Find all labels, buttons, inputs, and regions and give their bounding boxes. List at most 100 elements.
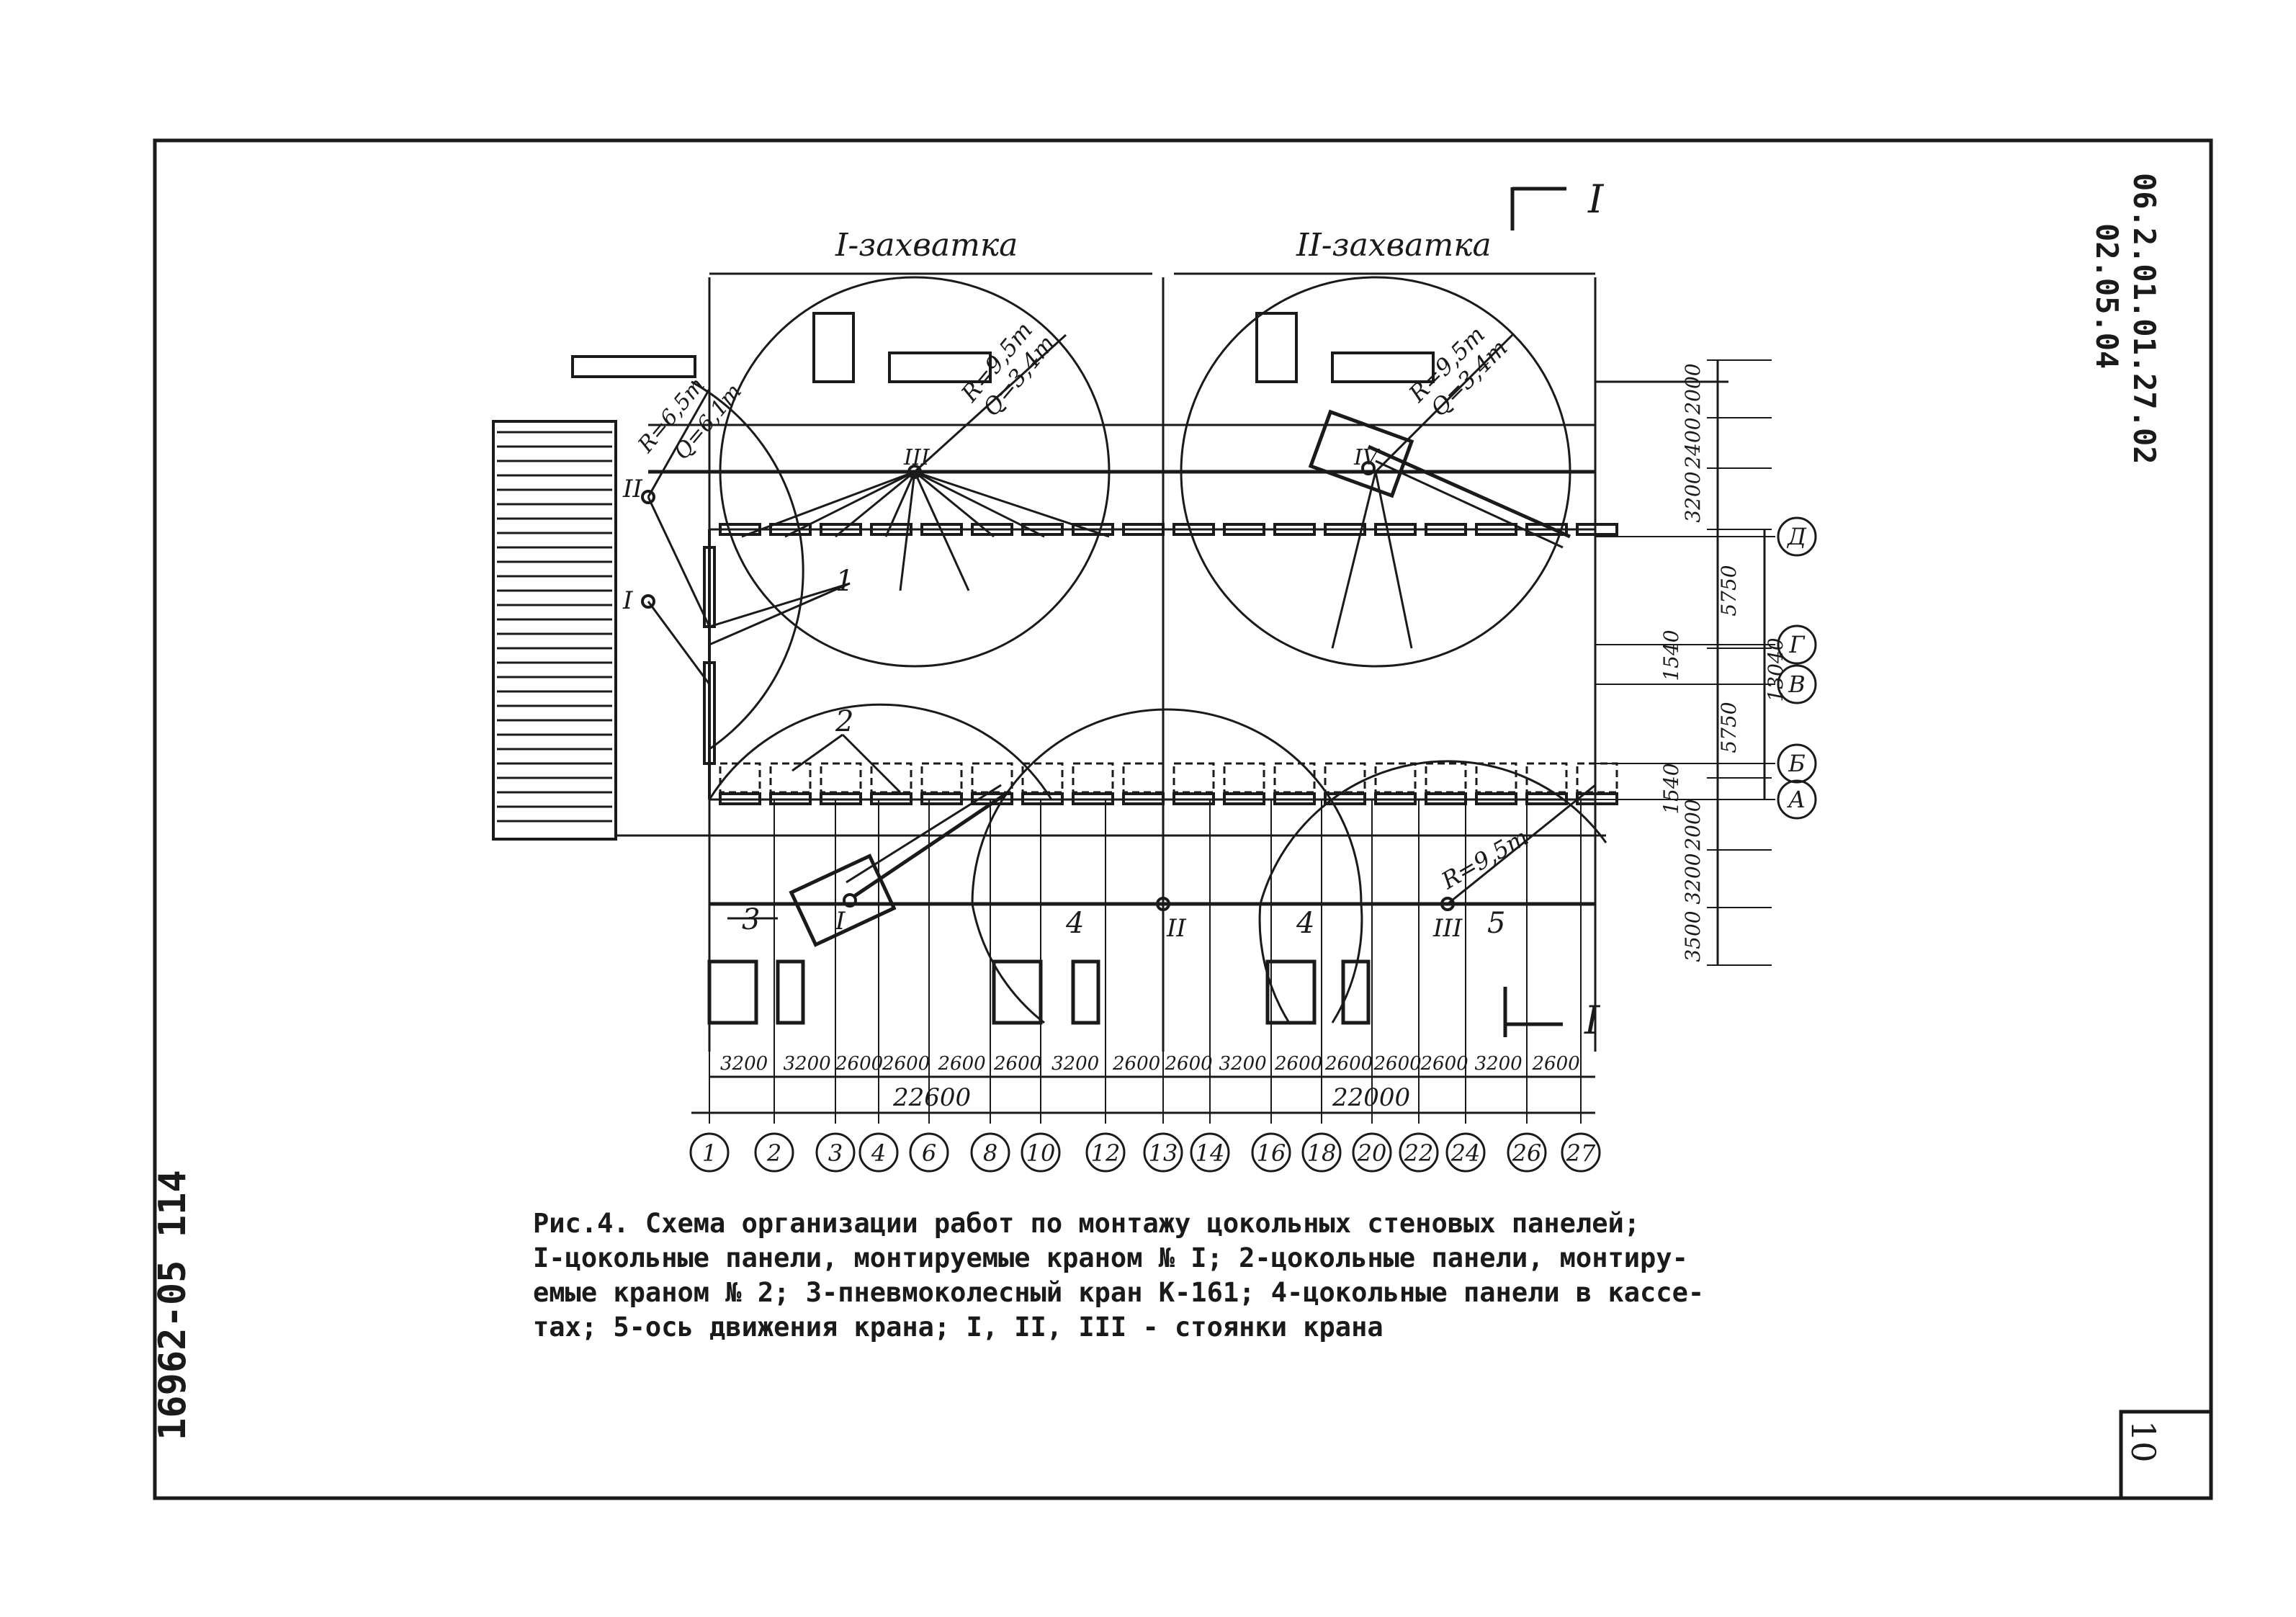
section-mark-top-label: I [1587,176,1605,222]
panel-bottom [1172,792,1215,805]
existing-building-hatch [492,420,617,841]
panel-bottom-dashed [1072,762,1114,794]
document-code: 06.2.01.01.27.02 02.05.04 [2089,173,2182,504]
right-dim-7: 1540 [1659,763,1683,814]
crane-bottom-stand-1: I [835,907,846,936]
right-dim-2: 3200 [1681,471,1705,522]
panel-bottom [1525,792,1568,805]
axis-label-12: 12 [1091,1139,1121,1167]
panel-bottom-dashed [769,762,812,794]
dim-14: 3200 [1475,1053,1523,1075]
axis-label-8: 8 [983,1139,997,1167]
panel-top [1122,523,1165,536]
panel-bottom-dashed [1475,762,1517,794]
doc-code: 06.2.01.01.27.02 [2127,173,2162,465]
axis-bubble-26 [1507,1132,1547,1173]
building-outline [708,432,1597,801]
panel-bottom [1425,792,1467,805]
axis-label-13: 13 [1149,1139,1178,1167]
panel-bottom [769,792,812,805]
right-dim-6: 13040 [1764,637,1788,702]
figure-caption: Рис.4. Схема организации работ по монтаж… [533,1206,1937,1345]
panel-bottom-dashed [920,762,963,794]
axis-label-4: 4 [871,1139,886,1167]
section-mark-bottom: I [1503,987,1601,1043]
axis-label-Г: Г [1788,631,1806,658]
panel-bottom-dashed [1374,762,1417,794]
dim-1: 3200 [784,1053,831,1075]
axis-label-В: В [1788,671,1806,698]
dim-7: 2600 [1112,1053,1160,1075]
panel-bottom [920,792,963,805]
caption-line-3: емые краном № 2; 3-пневмоколесный кран К… [533,1277,1705,1308]
right-dim-1: 2400 [1681,417,1705,469]
right-dim-10: 3500 [1681,910,1705,962]
axis-label-10: 10 [1026,1139,1056,1167]
axis-bubble-18 [1301,1132,1342,1173]
caption-line-2: I-цокольные панели, монтируемые краном №… [533,1242,1688,1273]
axis-label-18: 18 [1307,1139,1337,1167]
right-dim-5: 5750 [1717,702,1741,753]
crane-bottom-radius: R=9,5m [1436,823,1533,895]
panel-top [1576,523,1618,536]
panel-bottom-dashed [971,762,1013,794]
caption-line-4: тах; 5-ось движения крана; I, II, III - … [533,1312,1384,1343]
axis-bubble-13 [1143,1132,1183,1173]
panel-bottom [1223,792,1265,805]
panel-bottom [820,792,862,805]
panel-top [1475,523,1517,536]
right-dim-0: 2000 [1681,363,1705,415]
crane-bottom-stand-3: III [1432,914,1463,943]
callout-1: 1 [835,565,853,598]
axis-bubble-10 [1021,1132,1061,1173]
axis-bubble-1 [689,1132,730,1173]
axis-bubble-24 [1445,1132,1486,1173]
sheet-frame [153,138,2213,1500]
dim-6: 3200 [1051,1053,1099,1075]
panel-top [920,523,963,536]
right-dim-4: 1540 [1659,630,1683,681]
callout-4a: 4 [1065,907,1084,940]
crane-path-top [648,424,1595,474]
panel-bottom-dashed [1172,762,1215,794]
crane-bottom-stand-2: II [1166,914,1186,943]
callout-3: 3 [742,903,760,936]
panel-top [1021,523,1064,536]
panel-left-2 [703,661,716,765]
axis-bubble-Д [1777,516,1817,557]
axis-bubble-27 [1561,1132,1601,1173]
callout-2: 2 [835,705,853,738]
inventory-number: 16962-05 114 [101,1080,194,1455]
panel-bottom-dashed [1273,762,1316,794]
panel-bottom [1021,792,1064,805]
axis-bubble-Б [1777,743,1817,784]
zone1-label: I-захватка [835,227,1018,264]
panel-bottom-dashed [719,762,761,794]
dim-0: 3200 [720,1053,768,1075]
total-dim-left: 22600 [892,1083,971,1112]
right-dim-9: 3200 [1681,853,1705,904]
axis-bubble-3 [815,1132,856,1173]
dim-2: 2600 [835,1053,883,1075]
panel-bottom [1475,792,1517,805]
dim-13: 2600 [1420,1053,1468,1075]
panel-top [1273,523,1316,536]
axis-label-24: 24 [1450,1139,1481,1167]
panel-bottom-dashed [1021,762,1064,794]
callouts: 1 2 3 4 4 5 [709,565,1505,940]
panel-top [1072,523,1114,536]
panel-bottom-dashed [1324,762,1366,794]
axis-bubble-12 [1085,1132,1126,1173]
axis-label-3: 3 [828,1139,843,1167]
crane-left-stand-upper: II [622,475,642,503]
crane-top-vehicle [1308,409,1571,549]
panel-bottom-dashed [1223,762,1265,794]
axis-bubble-2 [754,1132,794,1173]
axis-bubble-А [1777,779,1817,820]
dim-8: 2600 [1165,1053,1213,1075]
axis-bubble-22 [1399,1132,1439,1173]
